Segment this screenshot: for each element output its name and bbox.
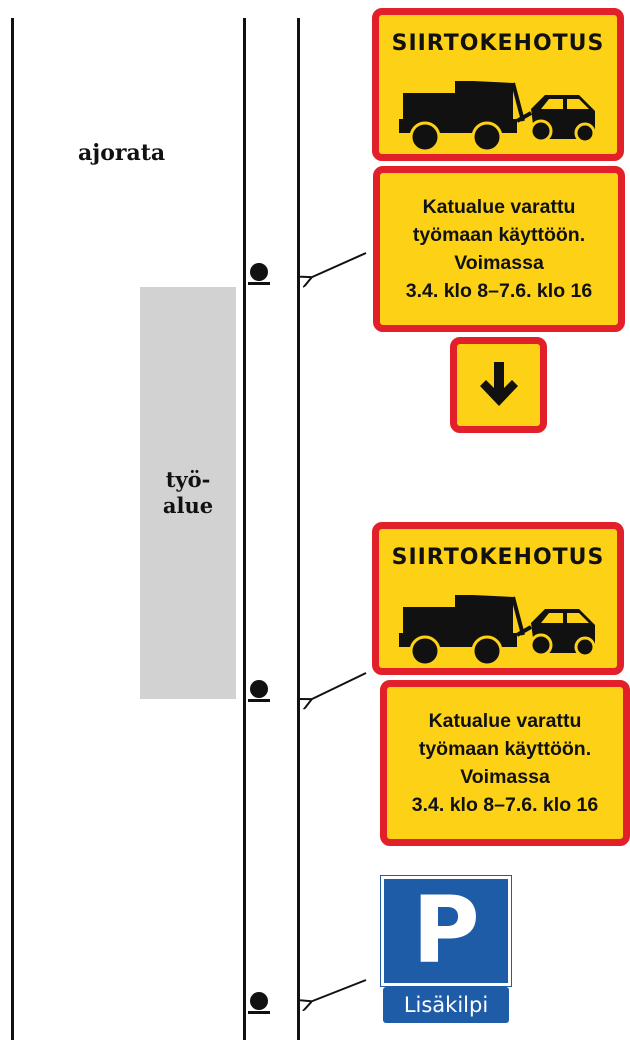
tow-truck-icon (399, 595, 596, 667)
arrow-down-icon (479, 362, 518, 406)
work-zone-info-sign-2: Katualue varattu työmaan käyttöön. Voima… (380, 680, 630, 846)
tow-away-sign-2: SIIRTOKEHOTUS (372, 522, 624, 675)
tow-truck-icon (399, 81, 596, 153)
pointer-arrow-1 (310, 252, 367, 278)
info-line: Voimassa (454, 252, 544, 274)
info-line: Katualue varattu (422, 196, 576, 218)
curb-line-left (243, 18, 246, 1040)
info-line: Katualue varattu (428, 710, 582, 732)
parking-sign: P (380, 875, 512, 987)
curb-line-right (297, 18, 300, 1040)
tow-away-sign-title: SIIRTOKEHOTUS (391, 545, 605, 570)
tow-away-sign-1: SIIRTOKEHOTUS (372, 8, 624, 161)
pointer-arrow-2 (310, 672, 367, 700)
info-line: työmaan käyttöön. (412, 224, 586, 246)
parking-letter: P (412, 877, 480, 984)
info-line: 3.4. klo 8–7.6. klo 16 (405, 280, 593, 302)
road-label: ajorata (78, 140, 166, 166)
work-area: työ- alue (140, 287, 236, 699)
info-line: 3.4. klo 8–7.6. klo 16 (411, 794, 599, 816)
info-line: työmaan käyttöön. (418, 738, 592, 760)
pointer-arrow-3 (310, 979, 367, 1002)
work-zone-info-sign-1: Katualue varattu työmaan käyttöön. Voima… (373, 166, 625, 332)
additional-plate-label: Lisäkilpi (403, 993, 489, 1017)
tow-away-sign-title: SIIRTOKEHOTUS (391, 31, 605, 56)
road-left-edge-line (11, 18, 14, 1040)
sign-post-marker-3 (248, 992, 270, 1014)
sign-post-marker-2 (248, 680, 270, 702)
info-line: Voimassa (460, 766, 550, 788)
direction-arrow-sign (450, 337, 547, 433)
additional-plate: Lisäkilpi (383, 987, 509, 1023)
work-area-label: työ- alue (162, 466, 214, 518)
sign-post-marker-1 (248, 263, 270, 285)
